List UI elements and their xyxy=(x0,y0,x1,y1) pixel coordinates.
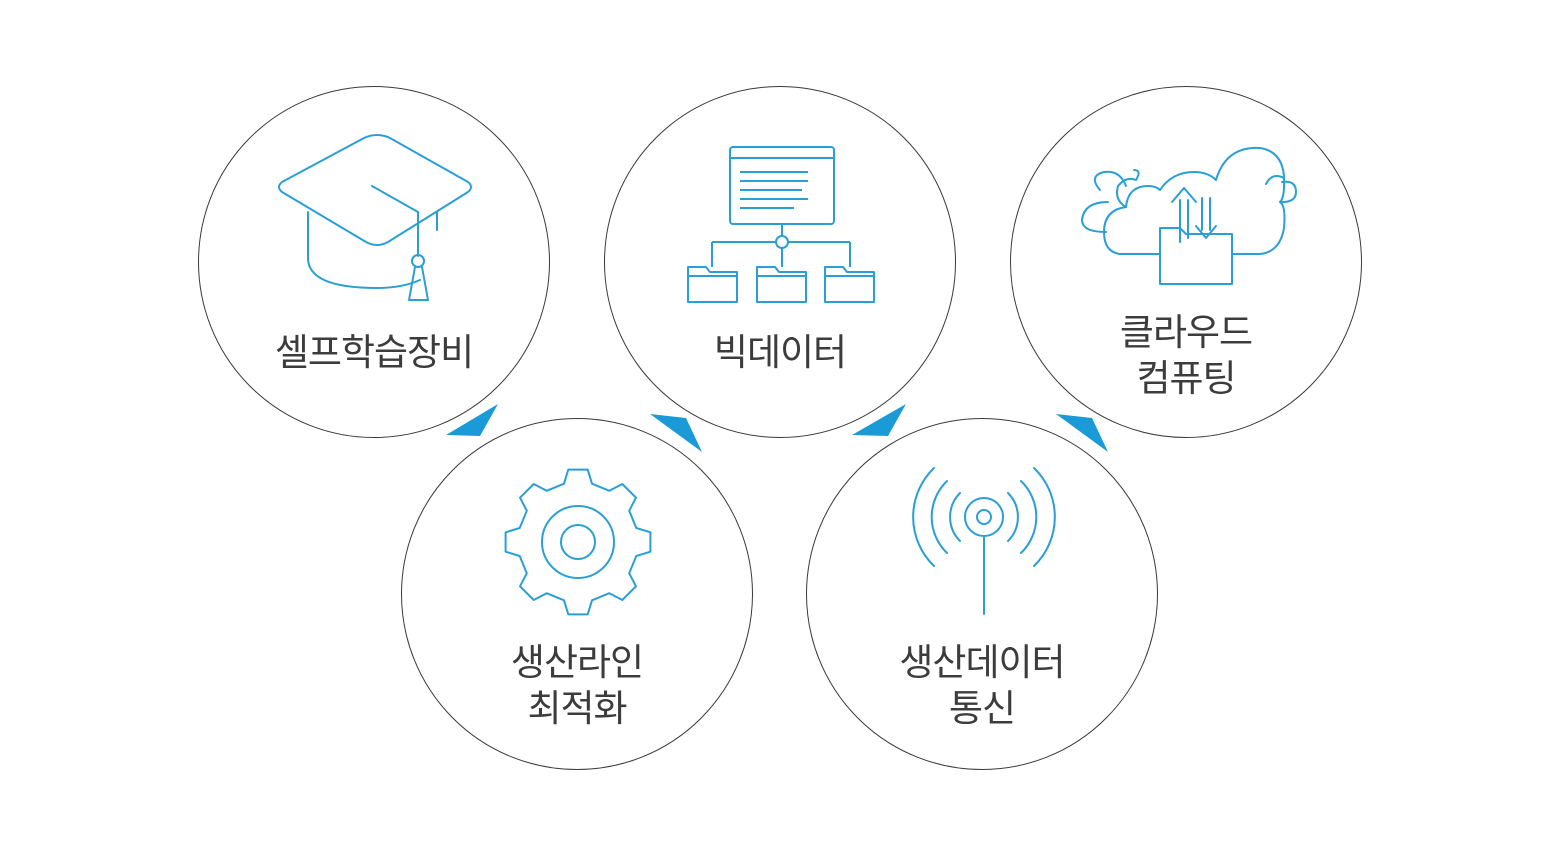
arrow-icon xyxy=(650,414,702,452)
node-circle-big-data xyxy=(604,86,956,438)
node-label-big-data: 빅데이터 xyxy=(604,330,956,376)
arrow-icon xyxy=(446,404,498,436)
label-line: 최적화 xyxy=(527,687,627,730)
label-line: 셀프학습장비 xyxy=(274,331,474,374)
arrow-icon xyxy=(1056,414,1108,452)
node-circle-production-line xyxy=(401,418,753,770)
graduation-cap-icon xyxy=(278,134,472,301)
label-line: 통신 xyxy=(948,687,1016,730)
node-label-production-data: 생산데이터 통신 xyxy=(806,640,1158,732)
label-line: 생산데이터 xyxy=(899,641,1065,684)
cloud-upload-download-icon xyxy=(1081,146,1297,285)
hierarchy-folders-icon xyxy=(687,146,875,303)
node-label-self-learning: 셀프학습장비 xyxy=(198,330,550,376)
node-circle-self-learning xyxy=(198,86,550,438)
node-circle-production-data xyxy=(806,418,1158,770)
node-circle-cloud xyxy=(1010,86,1362,438)
node-label-production-line: 생산라인 최적화 xyxy=(401,640,753,732)
arrow-icon xyxy=(852,404,906,436)
antenna-signal-icon xyxy=(912,467,1056,615)
label-line: 빅데이터 xyxy=(713,331,847,374)
gear-icon xyxy=(504,468,652,616)
label-line: 클라우드 xyxy=(1119,311,1253,354)
node-label-cloud: 클라우드 컴퓨팅 xyxy=(1010,310,1362,402)
label-line: 컴퓨팅 xyxy=(1136,357,1236,400)
label-line: 생산라인 xyxy=(510,641,644,684)
